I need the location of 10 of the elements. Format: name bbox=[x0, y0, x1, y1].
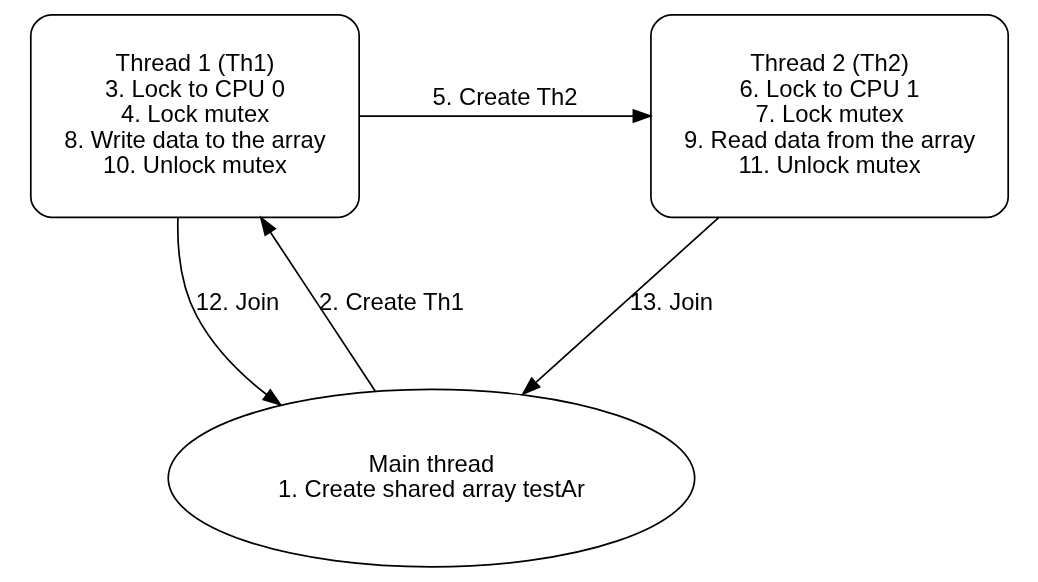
arrow bbox=[357, 108, 653, 124]
node-box: Thread 2 (Th2) 6. Lock to CPU 1 7. Lock mutex 9. Read data from the array 11. Unlock mutex bbox=[649, 14, 1009, 219]
edge-label: 5. Create Th2 bbox=[432, 82, 578, 110]
node-box: Thread 1 (Th1) 3. Lock to CPU 0 4. Lock mutex 8. Write data to the array 10. Unlock mutex bbox=[29, 14, 360, 219]
arrow bbox=[176, 216, 283, 407]
arrow bbox=[258, 215, 376, 392]
edge-label: 12. Join bbox=[195, 287, 279, 315]
edge-label: 13. Join bbox=[629, 287, 713, 315]
edge-label: 2. Create Th1 bbox=[318, 287, 464, 315]
arrow bbox=[520, 216, 719, 396]
